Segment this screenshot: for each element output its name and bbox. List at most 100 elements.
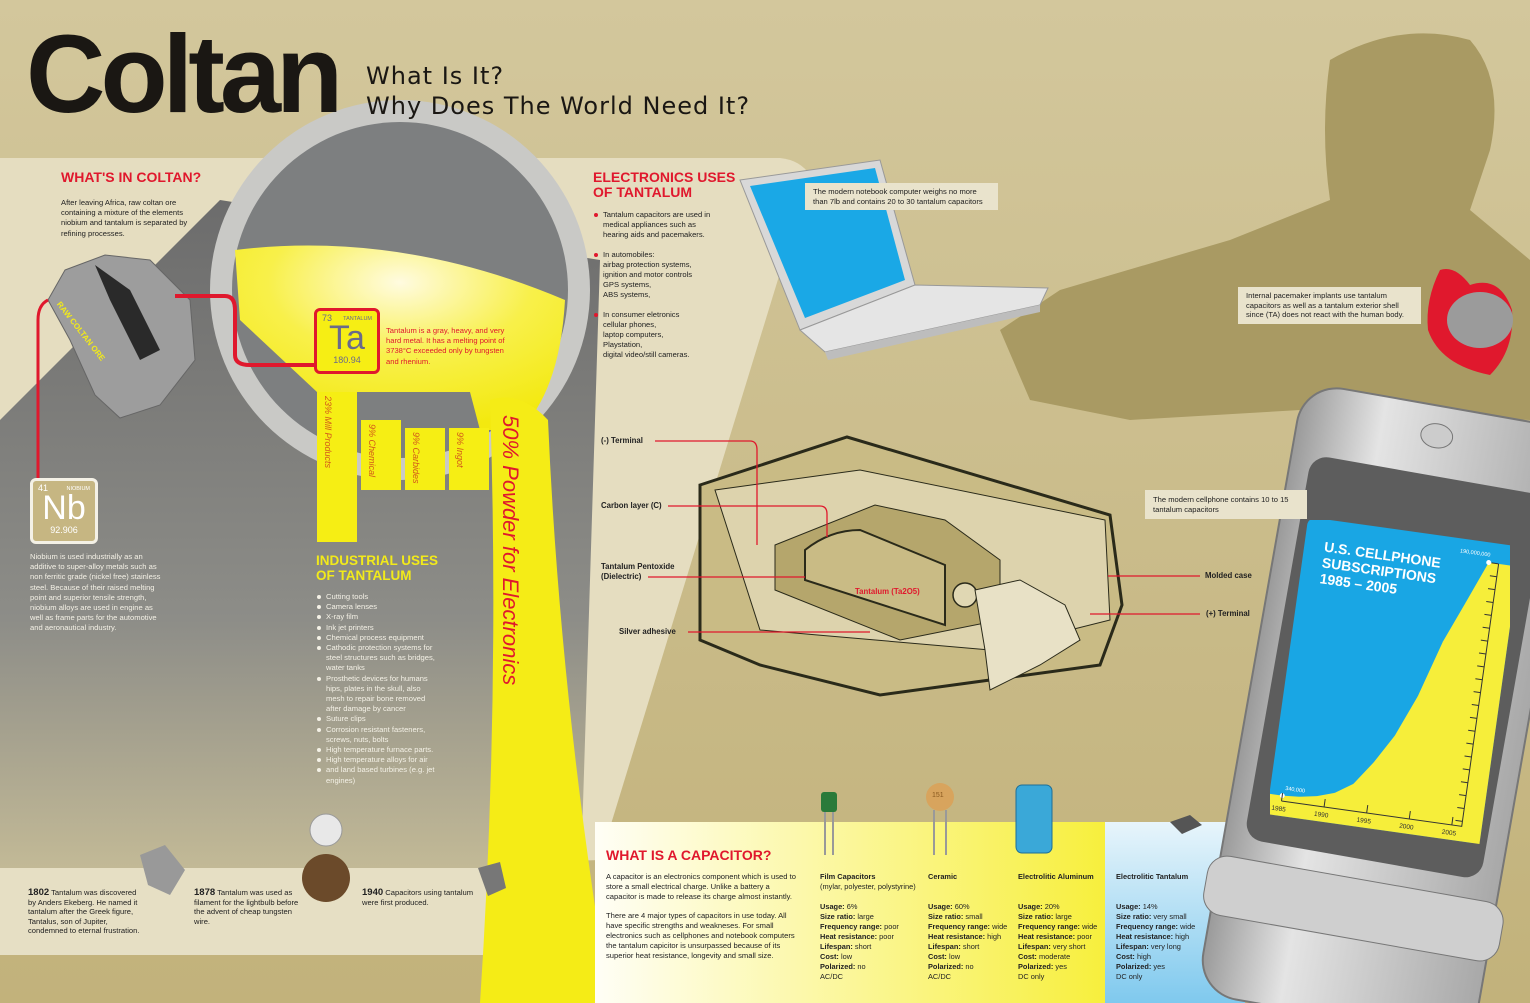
pacemaker-icon <box>1447 292 1513 348</box>
label-line: Tantalum Pentoxide <box>601 562 675 571</box>
usage-bar-chemical: 9% Chemical <box>361 420 401 490</box>
timeline-year: 1802 <box>28 887 50 898</box>
capacitor-property: Heat resistance: poor <box>1018 932 1118 942</box>
property-key: Usage: <box>1018 902 1043 911</box>
chart-y-tick <box>1489 575 1497 578</box>
chart-y-tick <box>1486 601 1494 604</box>
industrial-use-item: Chemical process equipment <box>316 633 436 643</box>
capacitor-type-subtitle: (mylar, polyester, polystyrine) <box>820 882 916 891</box>
property-key: Heat resistance: <box>1116 932 1174 941</box>
pacemaker-note: Internal pacemaker implants use tantalum… <box>1238 287 1421 324</box>
property-key: Usage: <box>1116 902 1141 911</box>
capacitor-property: Frequency range: wide <box>1116 922 1216 932</box>
chart-y-tick <box>1469 716 1477 719</box>
capacitor-intro-p1: A capacitor is an electronics component … <box>606 872 796 902</box>
property-value: 20% <box>1044 902 1060 911</box>
tantalum-chip-icon <box>1170 815 1202 834</box>
property-value: high <box>987 932 1002 941</box>
chart-y-tick <box>1480 639 1488 642</box>
property-key: Heat resistance: <box>820 932 878 941</box>
property-key: Frequency range: <box>1018 922 1081 931</box>
powder-band <box>480 397 610 1003</box>
chart-data-point <box>1486 559 1492 565</box>
industrial-use-item: High temperature alloys for air <box>316 755 436 765</box>
property-value: very long <box>1150 942 1181 951</box>
chart-y-tick <box>1484 613 1492 616</box>
chart-x-tick <box>1281 792 1284 802</box>
usage-bar-ingot: 9% Ingot <box>449 428 489 490</box>
electronics-use-item: In automobiles: airbag protection system… <box>593 250 723 301</box>
whats-in-coltan-body: After leaving Africa, raw coltan ore con… <box>61 198 188 238</box>
property-value: no <box>965 962 974 971</box>
niobium-description: Niobium is used industrially as an addit… <box>30 552 161 633</box>
label-tantalum-pentoxide: Tantalum Pentoxide(Dielectric) <box>601 562 675 582</box>
chart-area-series <box>1270 562 1510 844</box>
chart-x-tick <box>1323 798 1326 808</box>
tantalum-description: Tantalum is a gray, heavy, and very hard… <box>386 326 505 366</box>
powder-for-electronics-label: 50% Powder for Electronics <box>498 415 523 686</box>
chart-y-tick <box>1457 807 1465 809</box>
chart-y-tick <box>1466 742 1474 745</box>
industrial-use-item: High temperature furnace parts. <box>316 745 436 755</box>
capacitor-property: Lifespan: very long <box>1116 942 1216 952</box>
property-key: Usage: <box>820 902 845 911</box>
chart-end-label: 190,000,000 <box>1460 548 1491 558</box>
subtitle-line1: What Is It? <box>366 62 505 90</box>
chart-y-tick <box>1478 652 1487 655</box>
chart-x-tick-label: 1995 <box>1356 817 1372 826</box>
usage-bar-label: 9% Ingot <box>455 432 465 468</box>
chart-axes <box>1281 563 1500 827</box>
subtitle-line2: Why Does The World Need It? <box>366 92 751 120</box>
timeline-text: Tantalum was used as filament for the li… <box>194 888 299 926</box>
property-value: high <box>1136 952 1151 961</box>
niobium-name: NIOBIUM <box>66 486 90 492</box>
page-title: Coltan <box>26 13 343 136</box>
tantalum-symbol: Ta <box>329 319 365 357</box>
property-key: Size ratio: <box>1116 912 1152 921</box>
label-molded-case: Molded case <box>1205 571 1252 580</box>
heading-line: OF TANTALUM <box>593 184 693 200</box>
yellow-beam <box>235 245 565 430</box>
property-value: very short <box>1052 942 1086 951</box>
property-key: Usage: <box>928 902 953 911</box>
chart-y-tick <box>1464 755 1472 758</box>
property-value: small <box>965 912 983 921</box>
property-key: Lifespan: <box>1116 942 1149 951</box>
industrial-use-item: Corrosion resistant fasteners, screws, n… <box>316 725 436 745</box>
property-key: Polarized: <box>820 962 856 971</box>
industrial-use-item: Prosthetic devices for humans hips, plat… <box>316 674 436 715</box>
property-key: Polarized: <box>1116 962 1152 971</box>
chart-y-tick <box>1477 665 1485 668</box>
what-is-capacitor-heading: WHAT IS A CAPACITOR? <box>606 847 772 863</box>
capacitor-cutaway-diagram <box>648 435 1200 697</box>
cellphone-note: The modern cellphone contains 10 to 15 t… <box>1145 490 1307 519</box>
capacitor-current-type: AC/DC <box>928 972 951 981</box>
usage-bar-label: 23% Mill Products <box>323 396 333 469</box>
whats-in-coltan-heading: WHAT'S IN COLTAN? <box>61 169 202 185</box>
niobium-symbol: Nb <box>42 489 86 527</box>
capacitor-property: Usage: 20% <box>1018 902 1118 912</box>
industrial-use-item: Camera lenses <box>316 602 436 612</box>
ceramic-marking: 151 <box>932 792 944 799</box>
property-key: Heat resistance: <box>928 932 986 941</box>
property-value: low <box>948 952 961 961</box>
chart-y-tick <box>1459 794 1467 797</box>
capacitor-property: Usage: 14% <box>1116 902 1216 912</box>
capacitor-property: Frequency range: poor <box>820 922 920 932</box>
timeline-text: Tantalum was discovered by Anders Ekeber… <box>28 888 140 936</box>
property-key: Frequency range: <box>820 922 883 931</box>
capacitor-property: Heat resistance: poor <box>820 932 920 942</box>
ore-chunk-icon <box>140 845 185 895</box>
property-value: short <box>962 942 980 951</box>
raw-ore-rock <box>47 254 196 419</box>
property-key: Cost: <box>1116 952 1135 961</box>
niobium-mass: 92.906 <box>50 525 78 535</box>
property-value: low <box>840 952 853 961</box>
laptop-note: The modern notebook computer weighs no m… <box>805 183 998 210</box>
lightbulb-icon <box>309 813 343 847</box>
label-negative-terminal: (-) Terminal <box>601 436 643 445</box>
